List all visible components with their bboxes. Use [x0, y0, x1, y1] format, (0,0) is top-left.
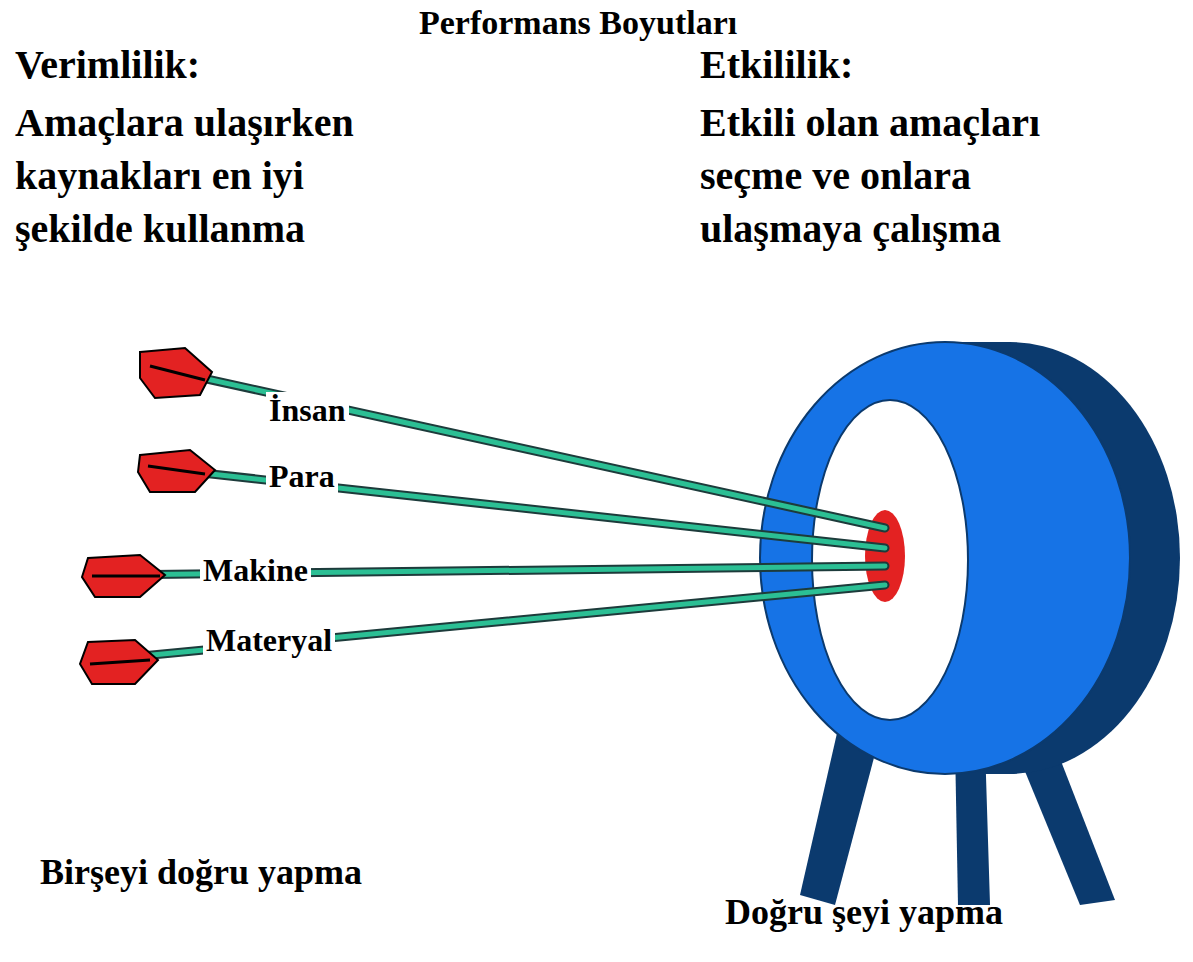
- target-face: [760, 342, 1130, 774]
- summary-caption: Doğru şeyi yapma: [725, 892, 1003, 933]
- arrow-fletchings: [80, 348, 215, 684]
- fletching-line: [90, 660, 150, 664]
- dimension-definition: Etkili olan amaçları seçme ve onlara ula…: [700, 96, 1140, 255]
- arrow-fletching: [138, 450, 215, 492]
- arrow-shaft: [100, 585, 885, 660]
- fletching-line: [148, 466, 205, 474]
- summary-caption: Birşeyi doğru yapma: [40, 852, 362, 893]
- dimension-heading: Verimlilik:: [15, 42, 200, 88]
- target-inner-ring: [812, 400, 968, 720]
- resource-label: Materyal: [203, 622, 335, 659]
- arrow-shafts: [100, 372, 885, 660]
- arrow-fletching: [80, 640, 158, 684]
- resource-label: Makine: [200, 552, 311, 589]
- arrow-shaft: [100, 585, 885, 660]
- diagram-title: Performans Boyutları: [419, 4, 737, 42]
- dimension-definition: Amaçlara ulaşırken kaynakları en iyi şek…: [15, 96, 415, 255]
- arrow-fletching: [82, 555, 165, 597]
- resource-label: İnsan: [266, 392, 349, 429]
- fletching-line: [92, 575, 160, 578]
- dimension-heading: Etkililik:: [700, 42, 853, 88]
- fletching-line: [150, 366, 205, 380]
- fletching-shafts: [90, 366, 205, 664]
- arrow-fletching: [140, 348, 212, 398]
- resource-label: Para: [266, 458, 338, 495]
